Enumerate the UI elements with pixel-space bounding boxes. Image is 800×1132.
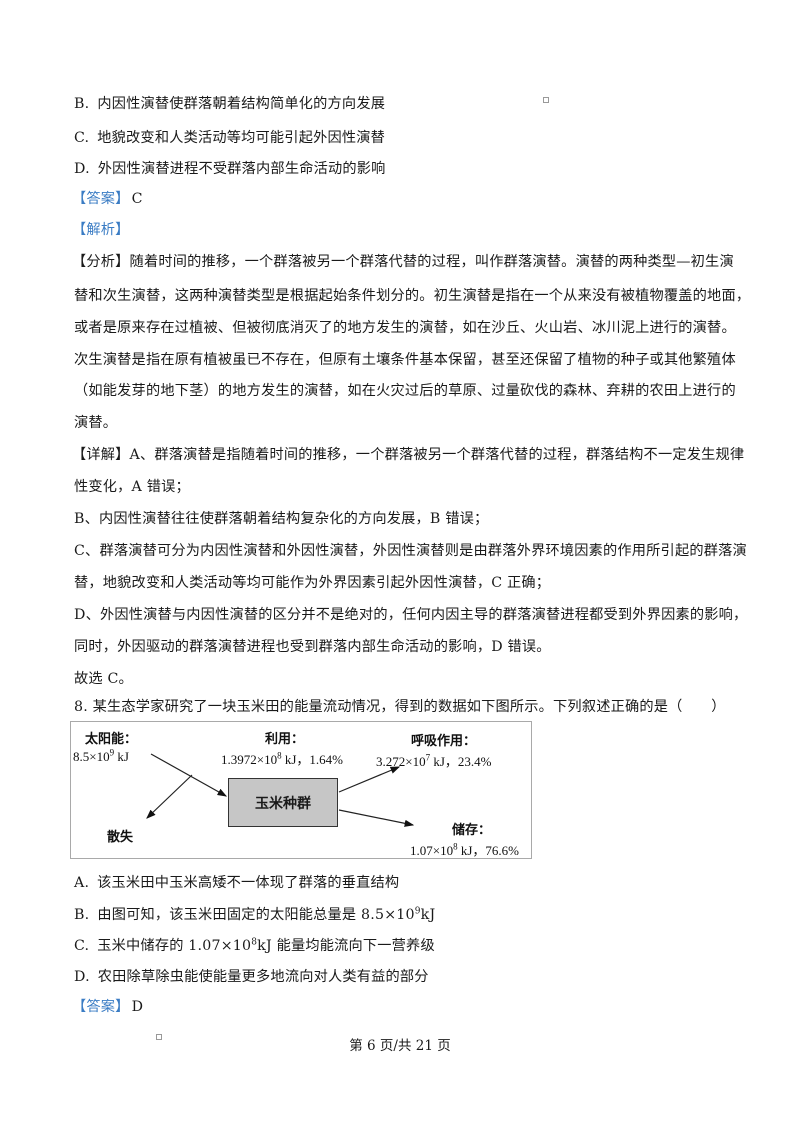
storage-label: 储存： [452, 822, 492, 837]
answer-tag: 【答案】 [72, 191, 130, 207]
answer-tag: 【答案】 [72, 999, 130, 1015]
corn-population-box: 玉米种群 [228, 778, 338, 827]
q8-option-d: D.农田除草除虫能使能量更多地流向对人类有益的部分 [74, 969, 429, 985]
q8-option-a: A.该玉米田中玉米高矮不一体现了群落的垂直结构 [74, 875, 400, 891]
prev-option-b: B.内因性演替使群落朝着结构简单化的方向发展 [74, 96, 386, 112]
analysis-heading: 【解析】 [72, 222, 130, 238]
analysis-line: 【分析】随着时间的推移，一个群落被另一个群落代替的过程，叫作群落演替。演替的两种… [72, 254, 734, 270]
detail-line: D、外因性演替与内因性演替的区分并不是绝对的，任何内因主导的群落演替进程都受到外… [74, 607, 748, 623]
energy-flow-diagram: 太阳能： 8.5×109 kJ 利用： 1.3972×108 kJ，1.64% … [70, 721, 532, 859]
sun-to-corn-arrow [150, 753, 228, 797]
prev-option-d: D.外因性演替进程不受群落内部生命活动的影响 [74, 161, 386, 177]
analysis-line: （如能发芽的地下茎）的地方发生的演替，如在火灾过后的草原、过量砍伐的森林、弃耕的… [74, 383, 736, 399]
detail-line: 同时，外因驱动的群落演替进程也受到群落内部生命活动的影响，D 错误。 [74, 639, 551, 655]
sun-value: 8.5×109 kJ [73, 747, 129, 764]
prev-answer: 【答案】C [72, 189, 143, 209]
detail-line: B、内因性演替往往使群落朝着结构复杂化的方向发展，B 错误； [74, 511, 489, 527]
loss-label: 散失 [107, 829, 134, 844]
q8-option-b: B.由图可知，该玉米田固定的太阳能总量是 8.5×109kJ [74, 906, 436, 923]
analysis-line: 演替。 [74, 415, 118, 431]
analysis-line: 或者是原来存在过植被、但被彻底消灭了的地方发生的演替，如在沙丘、火山岩、冰川泥上… [74, 320, 736, 336]
detail-line: C、群落演替可分为内因性演替和外因性演替，外因性演替则是由群落外界环境因素的作用… [74, 543, 747, 559]
q8-option-c: C.玉米中储存的 1.07×108kJ 能量均能流向下一营养级 [74, 937, 435, 954]
used-label: 利用： [265, 731, 305, 746]
edit-marker [156, 1034, 162, 1040]
answer-value: C [131, 191, 143, 207]
question-stem: 8. 某生态学家研究了一块玉米田的能量流动情况，得到的数据如下图所示。下列叙述正… [74, 699, 726, 715]
respiration-label: 呼吸作用： [411, 733, 477, 748]
page-footer: 第 6 页/共 21 页 [349, 1038, 451, 1054]
respiration-value: 3.272×107 kJ，23.4% [376, 752, 492, 769]
q8-answer: 【答案】D [72, 997, 143, 1017]
detail-line: 性变化，A 错误； [74, 479, 190, 495]
detail-line: 【详解】A、群落演替是指随着时间的推移，一个群落被另一个群落代替的过程，群落结构… [72, 447, 745, 463]
prev-option-c: C.地貌改变和人类活动等均可能引起外因性演替 [74, 130, 386, 146]
flow-arrows [146, 753, 415, 827]
detail-line: 故选 C。 [74, 671, 133, 687]
loss-arrow [146, 774, 193, 819]
detail-line: 替，地貌改变和人类活动等均可能作为外界因素引起外因性演替，C 正确； [74, 575, 551, 591]
analysis-line: 替和次生演替，这两种演替类型是根据起始条件划分的。初生演替是指在一个从来没有被植… [74, 288, 751, 304]
storage-arrow [338, 809, 415, 827]
analysis-line: 次生演替是指在原有植被虽已不存在，但原有土壤条件基本保留，甚至还保留了植物的种子… [74, 352, 736, 368]
edit-marker [543, 97, 549, 103]
storage-value: 1.07×108 kJ，76.6% [410, 841, 519, 858]
sun-label: 太阳能： [85, 731, 138, 746]
used-value: 1.3972×108 kJ，1.64% [221, 750, 343, 767]
respiration-arrow [338, 766, 401, 793]
answer-value: D [131, 999, 144, 1015]
